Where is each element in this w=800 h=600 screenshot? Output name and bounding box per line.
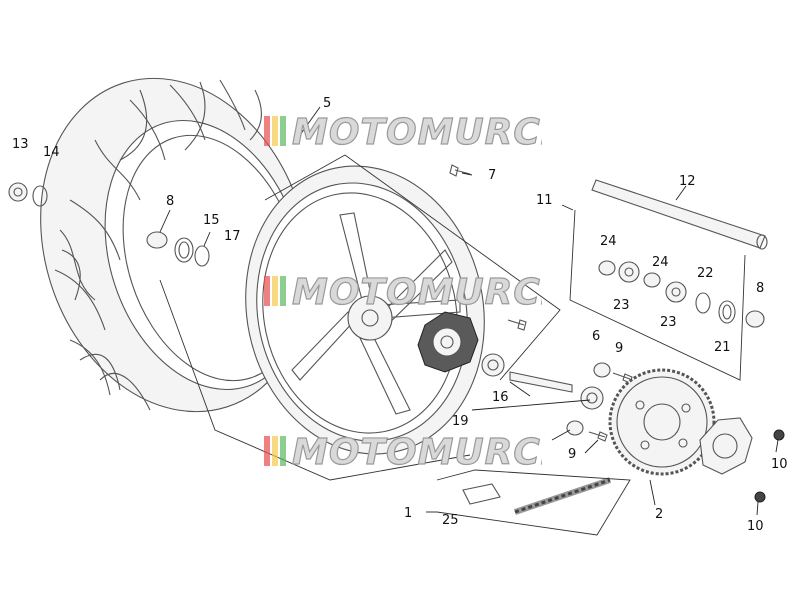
axle-12 <box>591 179 768 250</box>
callout-10-upper: 10 <box>771 457 788 472</box>
circlip-22 <box>695 292 711 314</box>
leader-lines <box>159 106 779 516</box>
watermark-middle: MOTOMURCIA <box>262 268 584 314</box>
callout-16: 16 <box>492 390 509 405</box>
chain-link-25 <box>462 483 501 505</box>
watermark-logo: MOTOMURCIA <box>264 111 584 154</box>
watermark-text: MOTOMURCIA <box>292 272 542 312</box>
seal-15 <box>174 237 194 263</box>
callout-9-lower: 9 <box>568 447 576 462</box>
spacer-8-right <box>745 310 765 328</box>
hub-carrier <box>417 311 479 373</box>
bolt-7 <box>449 164 471 177</box>
callout-labels: 1 2 5 6 7 8 8 9 9 10 10 11 12 13 14 15 1… <box>12 96 788 534</box>
sprocket <box>608 368 716 476</box>
callout-13: 13 <box>12 137 29 152</box>
callout-21: 21 <box>714 340 731 355</box>
bolt-9b <box>588 431 608 442</box>
callout-7: 7 <box>488 168 496 183</box>
stud-6a <box>593 362 611 378</box>
seal-21 <box>718 300 736 324</box>
bearing-19b <box>580 386 604 410</box>
washer-14 <box>32 185 48 207</box>
watermark-logo: MOTOMURCIA <box>264 431 584 474</box>
nut-10a <box>773 429 785 441</box>
wheel-rim <box>245 165 485 455</box>
callout-22: 22 <box>697 266 714 281</box>
sprocket-flange <box>699 417 753 475</box>
spacer-16 <box>509 371 573 393</box>
circlip-17 <box>194 245 210 267</box>
nut-13 <box>8 182 28 202</box>
bolt-9a <box>612 372 633 384</box>
callout-14: 14 <box>43 145 60 160</box>
callout-15: 15 <box>203 213 220 228</box>
watermark-text: MOTOMURCIA <box>292 112 542 152</box>
watermark-logo: MOTOMURCIA <box>264 271 584 314</box>
stud-6b <box>566 420 584 436</box>
bearing-23a <box>618 261 640 283</box>
callout-12: 12 <box>679 174 696 189</box>
bearing-19a <box>481 353 505 377</box>
callout-10-lower: 10 <box>747 519 764 534</box>
bearing-23b <box>665 281 687 303</box>
spacer-24a <box>598 260 616 276</box>
callout-23-left: 23 <box>613 298 630 313</box>
callout-24-right: 24 <box>652 255 669 270</box>
callout-9-upper: 9 <box>615 341 623 356</box>
bolt-wheel <box>507 319 527 331</box>
callout-5: 5 <box>323 96 331 111</box>
callout-11: 11 <box>536 193 553 208</box>
watermark-top: MOTOMURCIA <box>262 108 584 154</box>
callout-2: 2 <box>655 507 663 522</box>
callout-25: 25 <box>442 513 459 528</box>
spacer-24b <box>643 272 661 288</box>
callout-8-left: 8 <box>166 194 174 209</box>
chain <box>514 477 611 515</box>
callout-1: 1 <box>404 506 412 521</box>
nut-10b <box>754 491 766 503</box>
spacer-8-left <box>146 231 168 249</box>
callout-6: 6 <box>592 329 600 344</box>
callout-8-right: 8 <box>756 281 764 296</box>
callout-17: 17 <box>224 229 241 244</box>
callout-23-right: 23 <box>660 315 677 330</box>
watermark-bottom: MOTOMURCIA <box>262 428 584 474</box>
watermark-text: MOTOMURCIA <box>292 432 542 472</box>
callout-24-left: 24 <box>600 234 617 249</box>
callout-19: 19 <box>452 414 469 429</box>
